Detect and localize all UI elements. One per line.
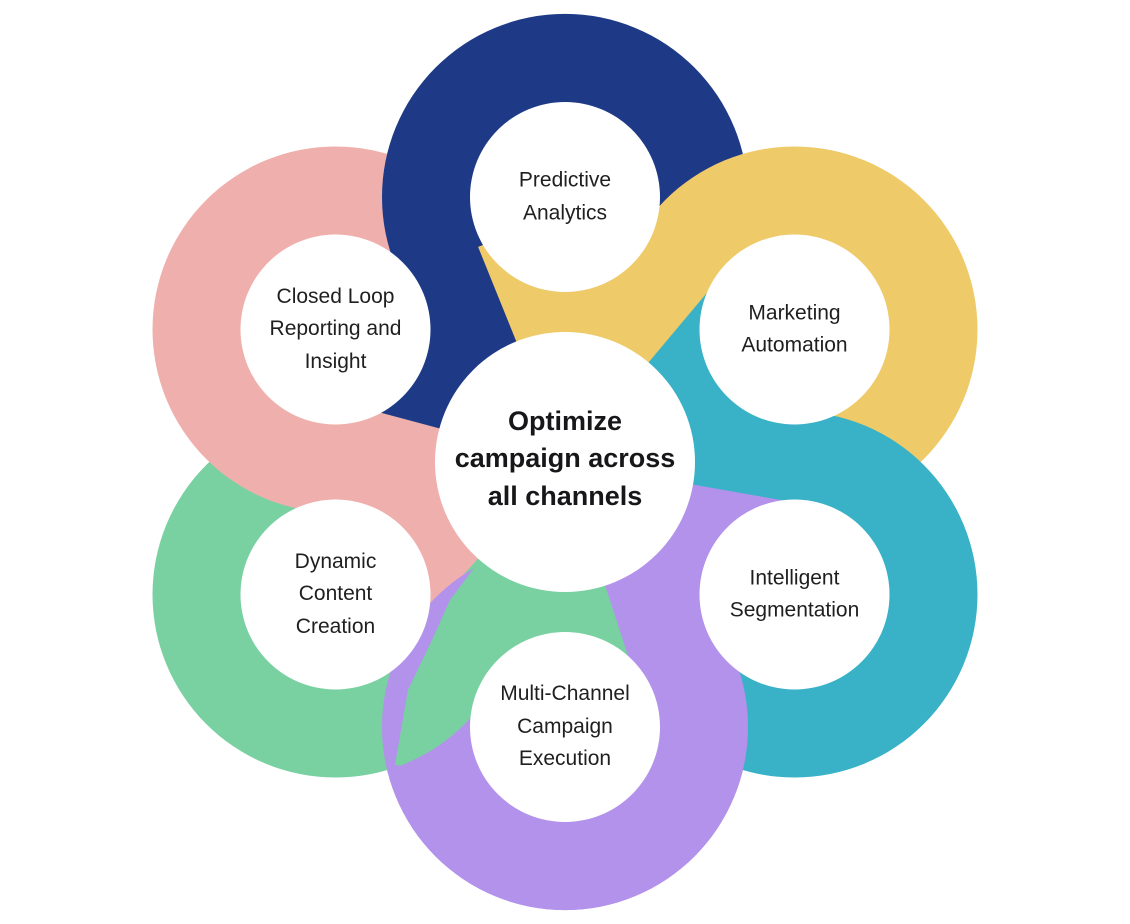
petal-hole-intelligent-segmentation bbox=[699, 499, 890, 690]
petal-hole-dynamic-content-creation bbox=[240, 499, 431, 690]
center-circle bbox=[435, 332, 695, 592]
petal-hole-multi-channel-campaign-execution bbox=[470, 632, 660, 822]
petal-hole-predictive-analytics bbox=[470, 102, 660, 292]
petal-hole-marketing-automation bbox=[699, 234, 890, 425]
petal-hole-closed-loop-reporting-and-insight bbox=[240, 234, 431, 425]
